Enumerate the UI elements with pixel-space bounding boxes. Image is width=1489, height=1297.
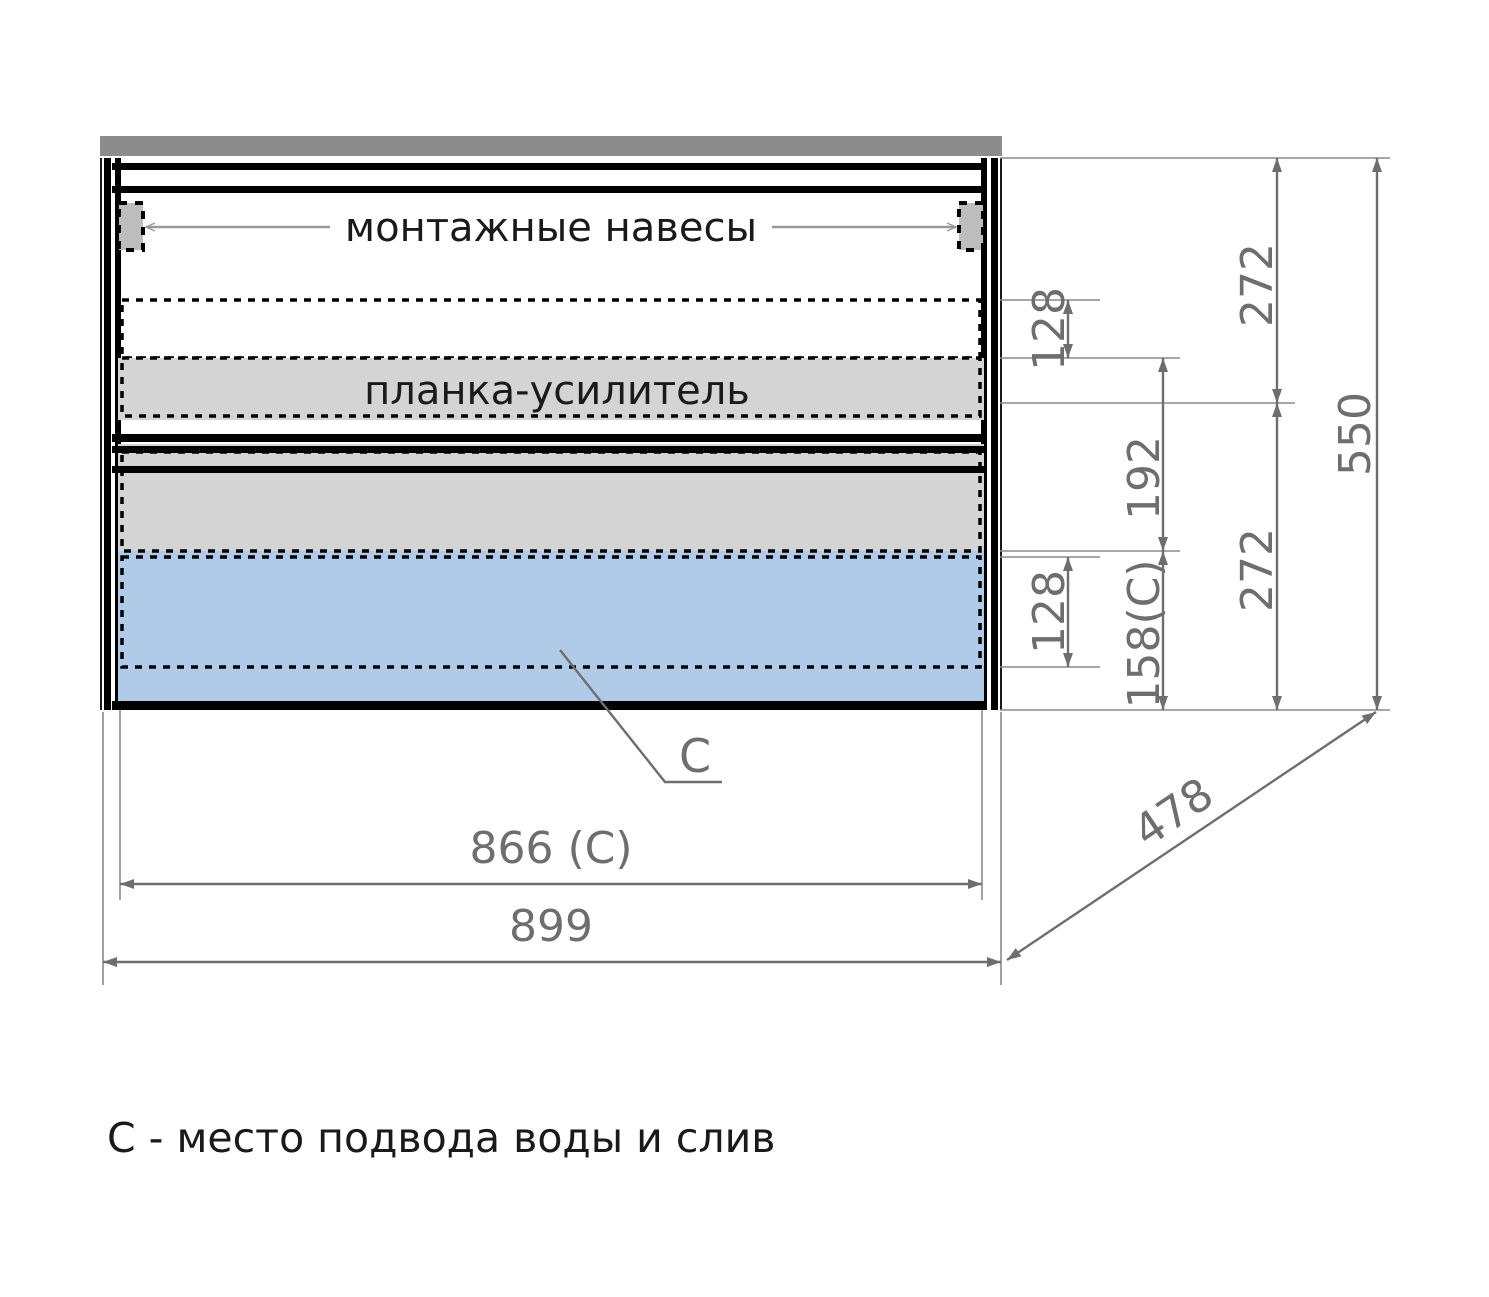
c-point-leader bbox=[559, 649, 722, 784]
upper-drawer bbox=[112, 163, 984, 442]
extension-lines-bottom bbox=[102, 710, 1002, 985]
label-mounting-brackets: монтажные навесы bbox=[345, 205, 757, 251]
dimension-272-upper: 272 bbox=[1232, 158, 1283, 403]
c-marker-label: C bbox=[679, 729, 711, 783]
dimension-128-upper: 128 bbox=[1024, 287, 1075, 371]
dimension-158c: 158(C) bbox=[1119, 551, 1170, 710]
extension-lines-right bbox=[1000, 157, 1390, 711]
dimension-192: 192 bbox=[1119, 358, 1170, 551]
dimension-128-lower-label: 128 bbox=[1024, 570, 1075, 654]
dimension-128-upper-label: 128 bbox=[1024, 287, 1075, 371]
label-reinforcement-strip: планка-усилитель bbox=[364, 368, 750, 414]
dimension-899: 899 bbox=[103, 901, 1001, 967]
dimension-158c-label: 158(C) bbox=[1119, 559, 1170, 708]
legend-caption: С - место подвода воды и слив bbox=[107, 1114, 775, 1162]
dimension-899-label: 899 bbox=[509, 901, 593, 952]
dimension-272-lower: 272 bbox=[1232, 403, 1283, 710]
countertop-slab bbox=[100, 136, 1002, 156]
dimension-550: 550 bbox=[1330, 158, 1382, 710]
mounting-bracket-left bbox=[117, 201, 145, 252]
lower-drawer bbox=[112, 444, 984, 710]
dimension-478-label: 478 bbox=[1125, 768, 1223, 857]
dimension-866c: 866 (C) bbox=[120, 823, 982, 889]
dimension-192-label: 192 bbox=[1119, 436, 1170, 520]
dimension-550-label: 550 bbox=[1330, 392, 1381, 476]
mounting-bracket-right bbox=[957, 201, 985, 252]
dimension-272-upper-label: 272 bbox=[1232, 243, 1283, 327]
dimension-128-lower: 128 bbox=[1024, 557, 1075, 667]
dimension-272-lower-label: 272 bbox=[1232, 528, 1283, 612]
dimension-866c-label: 866 (C) bbox=[469, 823, 632, 874]
dimension-478-depth: 478 bbox=[1006, 711, 1377, 961]
